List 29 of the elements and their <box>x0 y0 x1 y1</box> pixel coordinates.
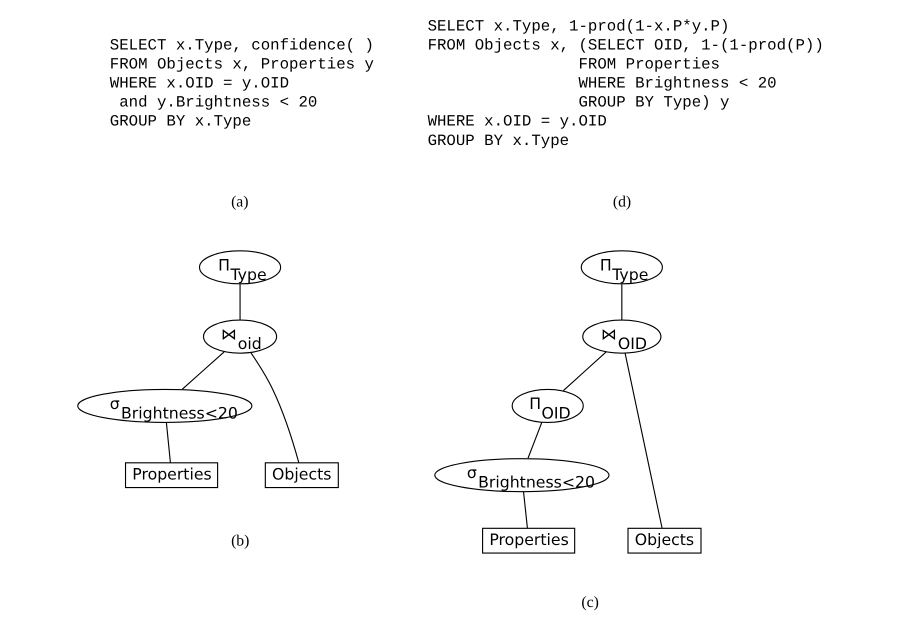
connector <box>250 352 300 463</box>
connector <box>523 492 528 528</box>
node-box: Objects <box>627 528 702 554</box>
connector <box>240 284 241 320</box>
node-box: Properties <box>124 462 218 488</box>
node-box: Objects <box>264 462 339 488</box>
connector <box>563 352 606 391</box>
connector <box>624 353 663 528</box>
label: GROUP BY x.Type <box>110 112 252 131</box>
label: FROM Objects x, (SELECT OID, 1-(1-prod(P)) <box>428 36 824 54</box>
label: WHERE Brightness < 20 <box>578 74 777 93</box>
connector <box>528 422 542 458</box>
connector <box>621 284 622 320</box>
label: WHERE x.OID = y.OID <box>428 112 607 131</box>
label: GROUP BY Type) y <box>578 94 730 112</box>
label: and y.Brightness < 20 <box>119 94 318 112</box>
label: (d) <box>612 194 632 211</box>
label: WHERE x.OID = y.OID <box>110 74 290 93</box>
connector <box>182 352 224 390</box>
label: FROM Objects x, Properties y <box>110 55 374 74</box>
label: (b) <box>231 532 250 550</box>
label: GROUP BY x.Type <box>428 132 570 150</box>
label: FROM Properties <box>578 55 720 74</box>
label: (a) <box>231 194 249 211</box>
label: SELECT x.Type, confidence( ) <box>110 36 374 54</box>
label: SELECT x.Type, 1-prod(1-x.P*y.P) <box>428 17 730 36</box>
connector <box>166 422 171 463</box>
node-box: Properties <box>482 528 576 554</box>
label: (c) <box>581 594 599 612</box>
